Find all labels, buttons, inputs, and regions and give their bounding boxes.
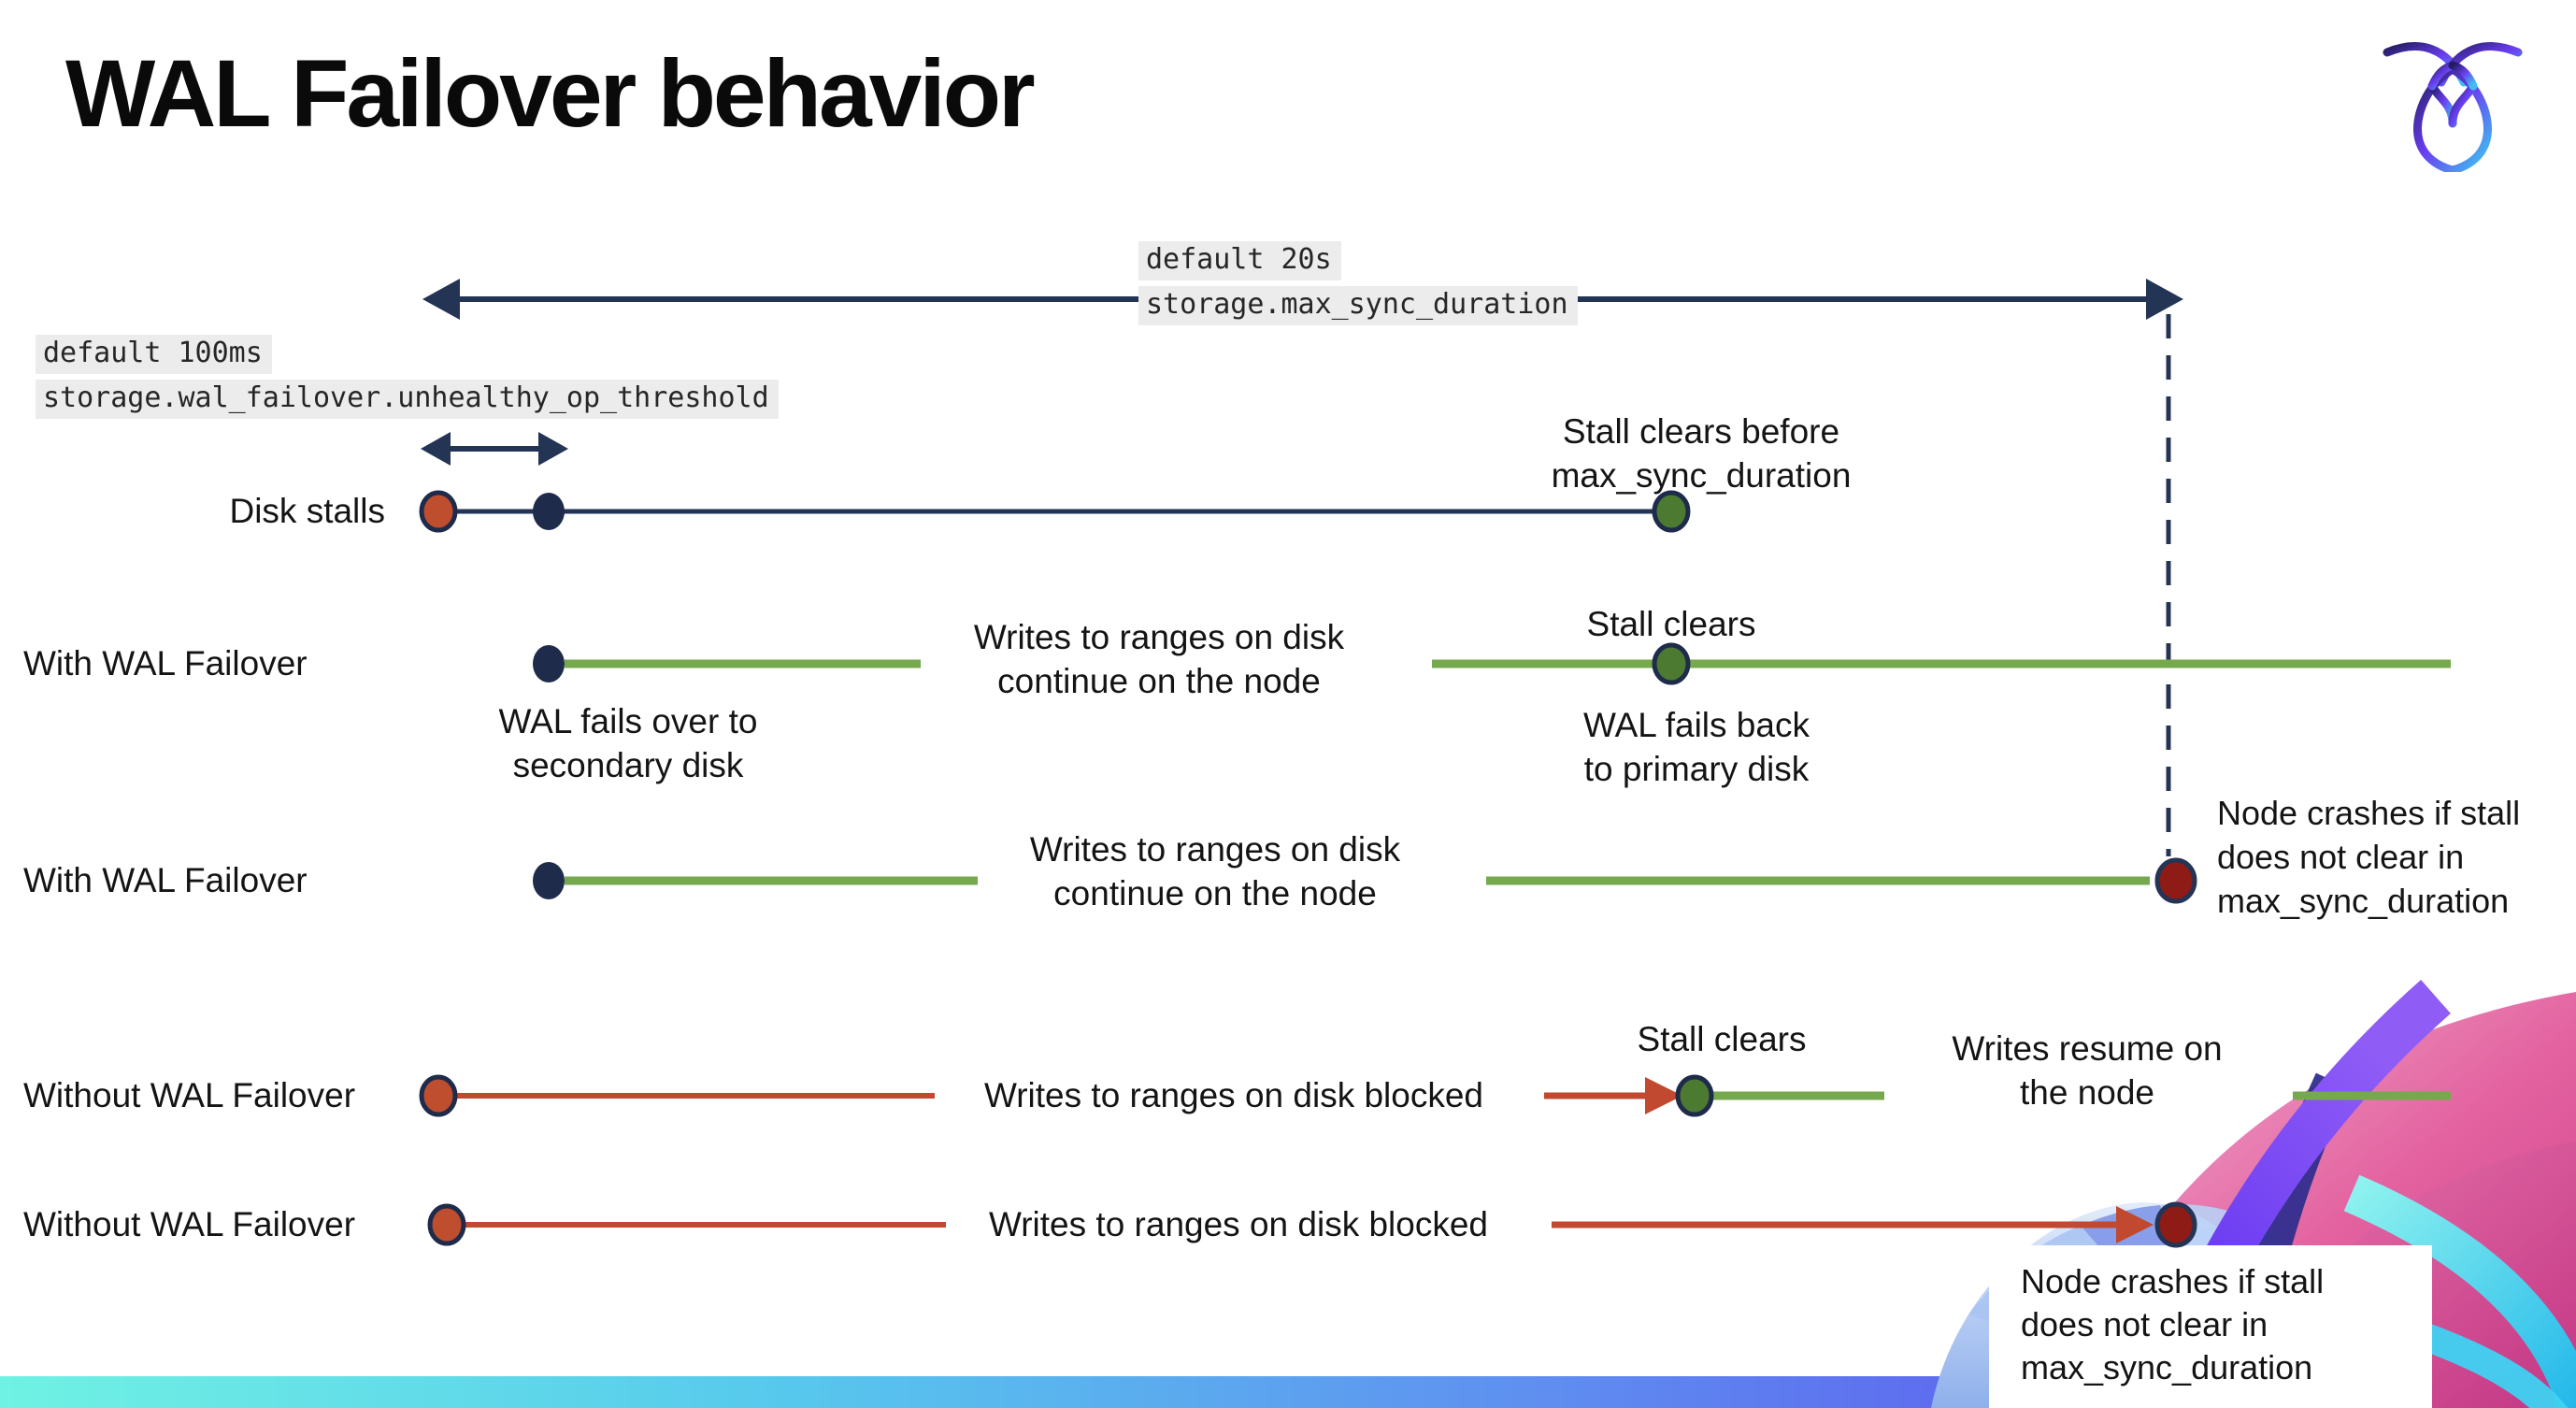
note-writes-continue-1: Writes to ranges on disk continue on the… [973,618,1345,700]
cockroachdb-logo-icon [2383,42,2523,172]
timeline-with-failover-clears [533,642,2451,685]
arrow-right-head [2146,279,2183,320]
note-wal-fails-over: WAL fails over to secondary disk [498,702,758,784]
node-crash-dot [2154,857,2197,904]
page-title: WAL Failover behavior [65,40,1036,147]
note-node-crashes-1: Node crashes if stall does not clear in … [2217,794,2521,920]
timeline-without-failover-clears [419,1074,2451,1117]
node-crash-dot [2154,1201,2197,1248]
red-arrowhead [1645,1077,1682,1114]
note-writes-resume: Writes resume on the node [1952,1029,2223,1112]
arrow-left-head [421,432,451,466]
row-label-disk-stalls: Disk stalls [229,492,385,530]
block-start-dot [427,1203,466,1246]
timeline-disk-stalls [419,490,1691,533]
note-writes-blocked-1: Writes to ranges on disk blocked [983,1076,1484,1114]
block-start-dot [419,1074,458,1117]
unhealthy-op-setting-label: storage.wal_failover.unhealthy_op_thresh… [36,380,779,419]
stall-clears-dot [1675,1074,1714,1117]
note-writes-continue-2: Writes to ranges on disk continue on the… [1029,830,1401,912]
note-wal-fails-back: WAL fails back to primary disk [1583,706,1810,788]
row-label-with-wal-failover-2: With WAL Failover [23,861,308,899]
max-sync-setting-label: storage.max_sync_duration [1138,286,1578,325]
stall-clears-dot [1652,642,1691,685]
row-label-with-wal-failover-1: With WAL Failover [23,644,308,682]
failover-start-dot [533,645,565,682]
failover-start-dot [533,862,565,899]
failover-threshold-dot [533,493,565,530]
arrow-left-head [422,279,460,320]
unhealthy-op-threshold-arrow [421,432,568,466]
note-stall-clears-1: Stall clears [1586,605,1756,643]
arrow-right-head [538,432,568,466]
unhealthy-op-threshold-callout: default 100ms storage.wal_failover.unhea… [36,335,779,424]
timeline-with-failover-crash [533,857,2197,904]
note-stall-clears-2: Stall clears [1637,1020,1807,1058]
note-stall-clears-before: Stall clears before max_sync_duration [1551,412,1852,495]
artwork-cyan-leg [2343,1174,2576,1408]
disk-stall-start-dot [419,490,458,533]
node-crash-callout-box: Node crashes if stall does not clear in … [1989,1245,2432,1408]
note-node-crashes-2: Node crashes if stall does not clear in … [2021,1262,2325,1386]
row-label-without-wal-failover-1: Without WAL Failover [23,1076,356,1114]
timeline-without-failover-crash [427,1201,2197,1248]
note-writes-blocked-2: Writes to ranges on disk blocked [988,1205,1489,1243]
max-sync-default-label: default 20s [1138,241,1341,280]
unhealthy-op-default-label: default 100ms [36,335,272,374]
stall-clears-dot [1652,490,1691,533]
max-sync-duration-callout: default 20s storage.max_sync_duration [1138,241,1578,331]
red-arrowhead [2116,1206,2154,1243]
row-label-without-wal-failover-2: Without WAL Failover [23,1205,356,1243]
